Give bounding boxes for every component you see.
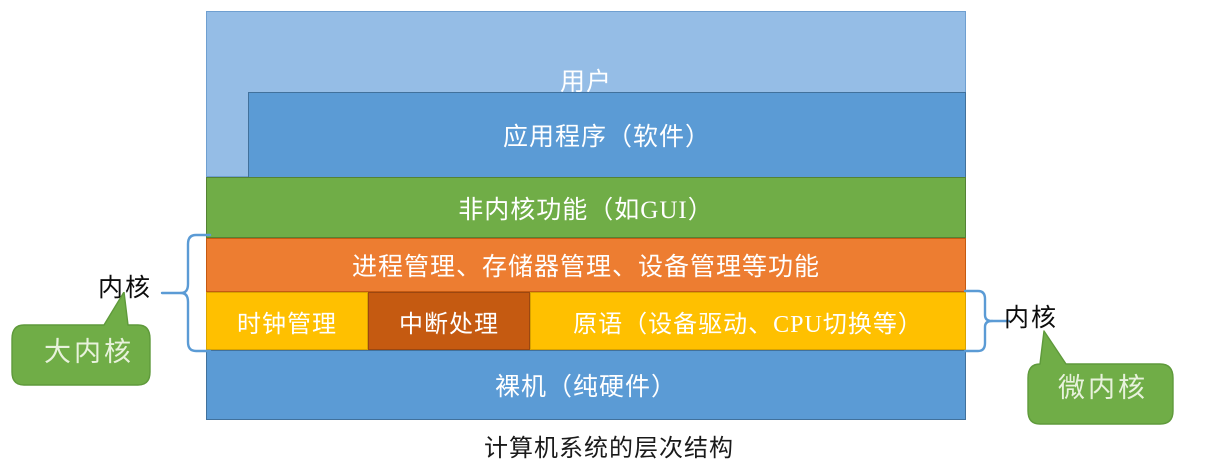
layer-application: 应用程序（软件） bbox=[248, 92, 966, 178]
primitive-cell-primitives: 原语（设备驱动、CPU切换等） bbox=[530, 292, 966, 350]
primitive-cell-clock-management: 时钟管理 bbox=[206, 292, 368, 350]
left-callout-shape bbox=[11, 292, 151, 386]
primitive-cell-interrupt-handling: 中断处理 bbox=[368, 292, 530, 350]
diagram-caption: 计算机系统的层次结构 bbox=[484, 436, 734, 462]
primitive-row: 时钟管理 中断处理 原语（设备驱动、CPU切换等） bbox=[206, 292, 966, 350]
layer-non-kernel-functions-label: 非内核功能（如GUI） bbox=[458, 196, 714, 224]
layer-bare-machine-label: 裸机（纯硬件） bbox=[494, 374, 677, 401]
layer-user-label: 用户 bbox=[559, 69, 612, 96]
layer-management-functions-label: 进程管理、存储器管理、设备管理等功能 bbox=[351, 254, 820, 281]
right-callout-label: 微内核 bbox=[1058, 373, 1148, 403]
right-kernel-label: 内核 bbox=[1004, 305, 1059, 332]
left-callout-label: 大内核 bbox=[44, 337, 134, 367]
primitive-cell-primitives-label: 原语（设备驱动、CPU切换等） bbox=[573, 311, 923, 338]
layer-bare-machine: 裸机（纯硬件） bbox=[206, 350, 966, 420]
primitive-cell-interrupt-handling-label: 中断处理 bbox=[399, 311, 499, 338]
primitive-cell-clock-management-label: 时钟管理 bbox=[237, 311, 337, 338]
layer-management-functions: 进程管理、存储器管理、设备管理等功能 bbox=[206, 238, 966, 292]
layer-non-kernel-functions: 非内核功能（如GUI） bbox=[206, 177, 966, 238]
layer-application-label: 应用程序（软件） bbox=[502, 124, 711, 151]
right-callout-shape bbox=[1027, 330, 1174, 425]
